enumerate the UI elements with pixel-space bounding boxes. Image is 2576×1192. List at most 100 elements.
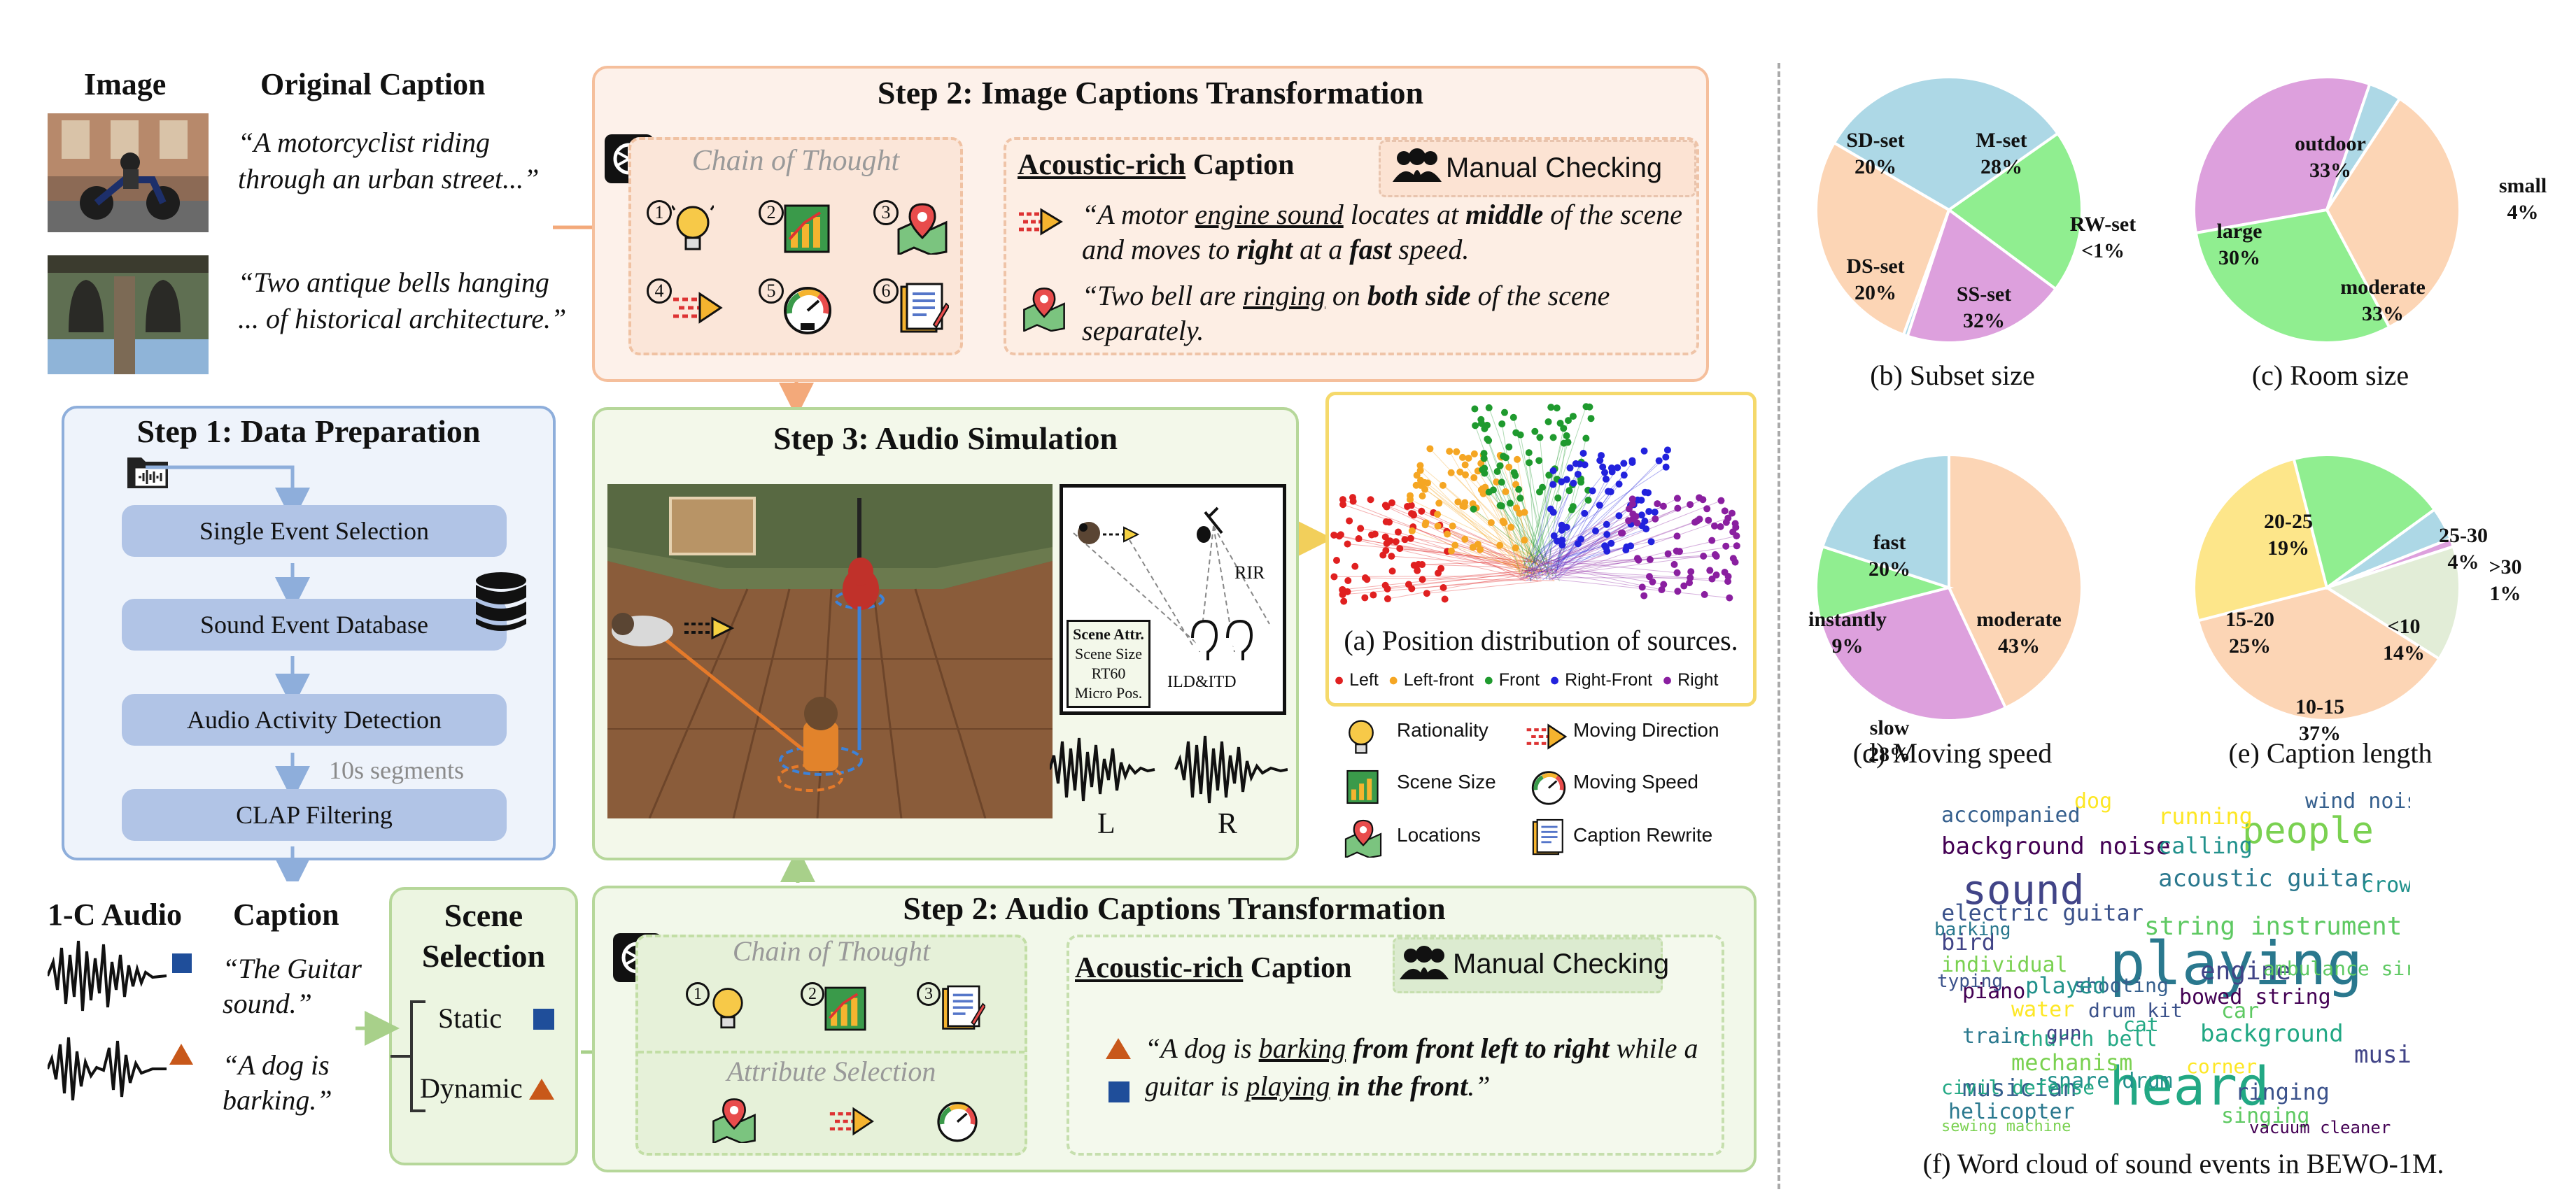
scatter-point bbox=[1407, 492, 1414, 499]
speedometer-icon bbox=[937, 1102, 978, 1142]
scatter-point bbox=[1368, 531, 1376, 539]
scatter-point bbox=[1544, 418, 1552, 425]
scatter-point bbox=[1646, 555, 1654, 563]
scatter-point bbox=[1620, 460, 1628, 467]
original-caption-1: “A motorcyclist riding through an urban … bbox=[238, 127, 540, 194]
wordcloud-word: piano bbox=[1962, 979, 2026, 1004]
dynamic-marker-triangle bbox=[169, 1044, 193, 1065]
scatter-point bbox=[1645, 508, 1653, 516]
scatter-point bbox=[1674, 504, 1682, 512]
scatter-point bbox=[1516, 495, 1524, 502]
scatter-point bbox=[1550, 532, 1558, 539]
scatter-point bbox=[1687, 574, 1694, 581]
pie-label: moderate bbox=[1976, 608, 2062, 631]
scene-attr-lines bbox=[1073, 506, 1270, 660]
step3-title: Step 3: Audio Simulation bbox=[773, 420, 1118, 456]
scatter-point bbox=[1340, 597, 1348, 605]
ild-itd-label: ILD&ITD bbox=[1167, 673, 1237, 691]
pie-value-label: <1% bbox=[2081, 239, 2125, 262]
cot-label-image: Chain of Thought bbox=[691, 145, 900, 177]
scatter-point bbox=[1554, 494, 1562, 502]
scatter-point bbox=[1451, 541, 1459, 549]
folder-audio-icon bbox=[127, 457, 168, 488]
pie-slice-slow bbox=[1818, 586, 2008, 722]
wordcloud-word: shooting bbox=[2074, 974, 2169, 997]
scatter-point bbox=[1577, 478, 1585, 486]
scatter-point bbox=[1615, 481, 1623, 488]
scene-attr-mic: Micro Pos. bbox=[1074, 684, 1143, 702]
wordcloud-word: wind noise bbox=[2305, 789, 2410, 814]
pie-label: 20-25 bbox=[2264, 510, 2313, 533]
legend-caption-rewrite: Caption Rewrite bbox=[1573, 824, 1713, 846]
scatter-point bbox=[1673, 569, 1681, 576]
wordcloud-word: vacuum cleaner bbox=[2249, 1118, 2391, 1137]
wordcloud-word: drum kit bbox=[2088, 999, 2183, 1022]
scatter-point bbox=[1547, 505, 1554, 513]
scatter-point bbox=[1493, 478, 1500, 485]
scatter-point bbox=[1505, 463, 1513, 471]
pie-value-label: 19% bbox=[2267, 537, 2309, 560]
scatter-point bbox=[1479, 490, 1487, 497]
scatter-point bbox=[1601, 469, 1609, 476]
scatter-point bbox=[1728, 509, 1736, 517]
scatter-point bbox=[1465, 454, 1472, 462]
cap2-part: on bbox=[1325, 280, 1367, 311]
scatter-point bbox=[1701, 590, 1708, 598]
lightbulb-icon bbox=[1349, 720, 1374, 754]
pie-slice-rwset bbox=[1901, 209, 1950, 339]
scatter-point bbox=[1413, 471, 1421, 479]
scatter-point bbox=[1449, 522, 1456, 530]
cap1-part: locates at bbox=[1343, 199, 1466, 230]
scatter-point bbox=[1663, 446, 1671, 454]
scatter-point bbox=[1564, 417, 1572, 425]
scatter-point bbox=[1496, 502, 1504, 509]
image-acoustic-caption-1: “A motor engine sound locates at middle … bbox=[1082, 197, 1684, 267]
scatter-point bbox=[1379, 551, 1387, 559]
pie-label: >30 bbox=[2489, 555, 2521, 579]
scene-attr-title: Scene Attr. bbox=[1073, 625, 1144, 643]
scatter-point bbox=[1480, 455, 1488, 462]
scatter-point bbox=[1422, 519, 1430, 527]
scatter-point bbox=[1670, 560, 1678, 568]
scatter-point bbox=[1632, 513, 1640, 520]
scatter-point bbox=[1416, 462, 1424, 469]
scatter-point bbox=[1418, 507, 1426, 515]
static-marker-square bbox=[172, 953, 192, 973]
wordcloud-word: calling bbox=[2158, 832, 2253, 859]
scatter-point bbox=[1500, 409, 1508, 416]
wordcloud-word: background bbox=[2200, 1020, 2344, 1048]
scatter-point bbox=[1410, 511, 1418, 519]
scatter-point bbox=[1615, 512, 1623, 520]
scatter-point bbox=[1638, 583, 1646, 591]
scatter-point bbox=[1705, 516, 1712, 524]
audio-acoustic-caption: “A dog is barking from front left to rig… bbox=[1145, 1030, 1712, 1105]
scatter-point bbox=[1404, 502, 1412, 510]
pie-value-label: 37% bbox=[2299, 722, 2341, 745]
scatter-point bbox=[1514, 455, 1521, 463]
scatter-point bbox=[1560, 425, 1568, 432]
scatter-point bbox=[1381, 533, 1389, 541]
scatter-point bbox=[1355, 535, 1363, 543]
scatter-point bbox=[1454, 498, 1462, 506]
scatter-point bbox=[1480, 450, 1488, 457]
static-label: Static bbox=[438, 1002, 502, 1034]
wordcloud-word: sewing machine bbox=[1941, 1118, 2071, 1135]
arrows-icon bbox=[1526, 723, 1568, 750]
manual-checking-label-image: Manual Checking bbox=[1446, 152, 1663, 183]
wordcloud-word: corner bbox=[2186, 1055, 2258, 1078]
scatter-point bbox=[1405, 581, 1412, 588]
motorcycle-image bbox=[48, 113, 209, 232]
wordcloud-word: individual bbox=[1941, 953, 2068, 977]
scatter-points bbox=[1330, 403, 1740, 605]
waveform-guitar bbox=[48, 940, 167, 1012]
scatter-point bbox=[1601, 542, 1609, 550]
wordcloud-word: engine bbox=[2200, 957, 2292, 986]
scatter-point bbox=[1394, 528, 1402, 536]
manual-checking-badge-image bbox=[1379, 140, 1696, 197]
speedometer-icon bbox=[1531, 771, 1566, 805]
scatter-point bbox=[1652, 515, 1659, 523]
scatter-point bbox=[1711, 551, 1719, 558]
scatter-point bbox=[1446, 448, 1454, 455]
scatter-point bbox=[1731, 558, 1739, 566]
scatter-point bbox=[1576, 460, 1584, 468]
